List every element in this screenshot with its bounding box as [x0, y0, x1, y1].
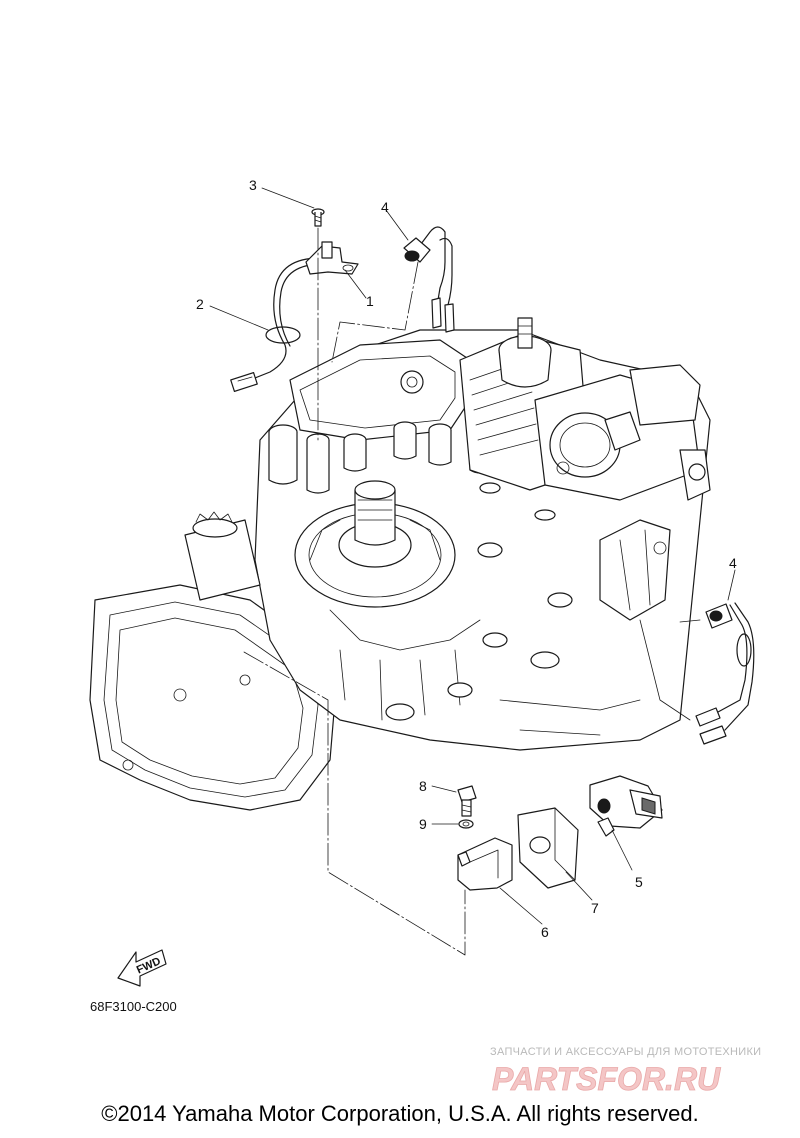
engine-assembly — [89, 317, 711, 811]
fwd-label: FWD — [135, 955, 163, 976]
callout-2: 2 — [196, 296, 204, 312]
holder-part-7 — [517, 807, 579, 889]
callout-labels: 3 4 2 1 4 8 9 5 7 6 — [196, 177, 737, 940]
watermark: ЗАПЧАСТИ И АКСЕССУАРЫ ДЛЯ МОТОТЕХНИКИ PA… — [490, 1046, 761, 1097]
callout-3: 3 — [249, 177, 257, 193]
callout-8: 8 — [419, 778, 427, 794]
watermark-logo: PARTSFOR.RU — [492, 1061, 721, 1097]
leader-lines — [209, 187, 736, 956]
fwd-arrow: FWD — [117, 949, 167, 987]
watermark-tagline: ЗАПЧАСТИ И АКСЕССУАРЫ ДЛЯ МОТОТЕХНИКИ — [490, 1046, 761, 1058]
callout-7: 7 — [591, 900, 599, 916]
connector-lead-part-4-right — [695, 602, 755, 745]
bolt-part-8 — [457, 785, 477, 817]
callout-9: 9 — [419, 816, 427, 832]
washer-part-9 — [458, 819, 474, 829]
connector-lead-part-4-upper — [403, 226, 455, 333]
copyright-notice: ©2014 Yamaha Motor Corporation, U.S.A. A… — [101, 1101, 699, 1126]
diagram-reference-code: 68F3100-C200 — [90, 999, 177, 1014]
bracket-part-6 — [457, 837, 513, 891]
callout-4-right: 4 — [729, 555, 737, 571]
callout-1: 1 — [366, 293, 374, 309]
sensor-lead-part-2 — [230, 257, 324, 393]
callout-6: 6 — [541, 924, 549, 940]
sensor-part-5 — [589, 775, 663, 837]
callout-5: 5 — [635, 874, 643, 890]
callout-4-upper: 4 — [381, 199, 389, 215]
screw-part-3 — [311, 208, 325, 227]
sensor-part-1 — [305, 241, 359, 275]
